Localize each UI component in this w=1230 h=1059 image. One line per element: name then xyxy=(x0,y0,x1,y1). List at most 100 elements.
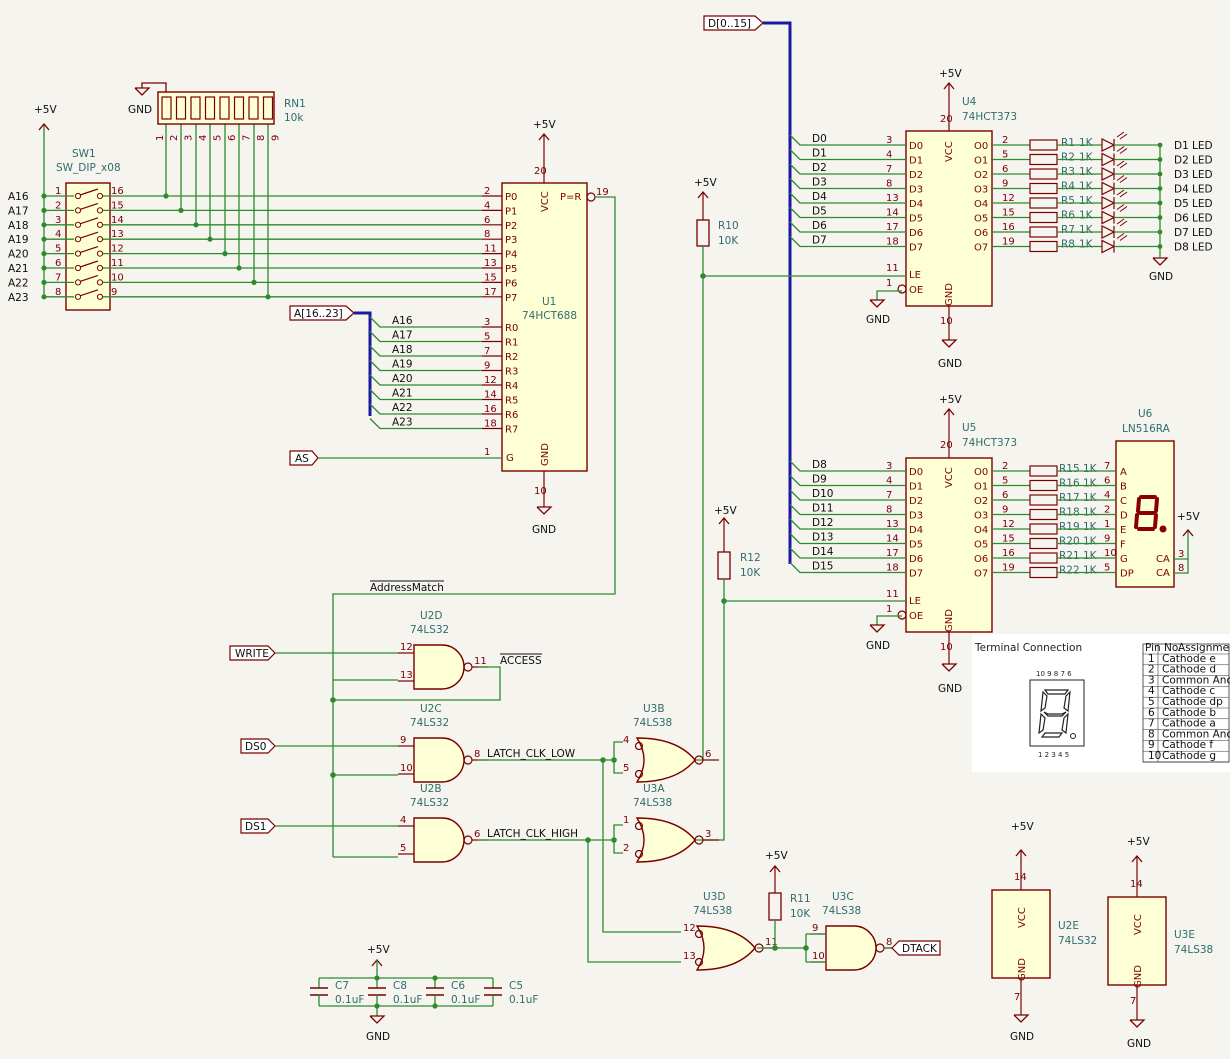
addr-net-label: A16 xyxy=(392,315,413,327)
latch-d-pin: 7 xyxy=(886,490,892,501)
latch-o-pin: 12 xyxy=(1002,519,1015,530)
u1-g-label: G xyxy=(506,453,514,464)
rn1-pin: 7 xyxy=(242,135,253,141)
terminal-row-assign: Cathode a xyxy=(1162,718,1216,730)
latch-d-pin: 18 xyxy=(886,563,899,574)
latch-d-pin: 3 xyxy=(886,461,892,472)
u3e-power-unit[interactable]: +5V 14 VCC GND 7 GND U3E 74LS38 xyxy=(1107,836,1213,1050)
gate-in-pin-a: 4 xyxy=(400,815,406,826)
latch-o-pin: 5 xyxy=(1002,150,1008,161)
addr-net-label: A23 xyxy=(392,417,413,429)
u3e-value: 74LS38 xyxy=(1174,944,1213,956)
gate-in-pin-a: 9 xyxy=(812,923,818,934)
sw1-addr-label: A17 xyxy=(8,205,29,217)
gate-in-pin-b: 10 xyxy=(400,763,413,774)
seg-resistor-ref: R18 xyxy=(1059,507,1080,519)
u1-gnd-pin: 10 xyxy=(534,486,547,497)
latch-o-name: O1 xyxy=(974,482,988,493)
u2e-vcc-pin: 14 xyxy=(1014,872,1027,883)
led-name: D4 xyxy=(1174,184,1189,196)
gate-in-pin-b: 5 xyxy=(400,843,406,854)
u1-comparator[interactable]: VCC P=R 19 U1 74HCT688 G 1 GND 2P04P16P2… xyxy=(482,119,609,536)
data-net-label: D12 xyxy=(812,517,833,529)
u2e-gnd-label: GND xyxy=(1010,1031,1034,1043)
u5-vcc-pin: 20 xyxy=(940,440,953,451)
gate-in-pin-b: 13 xyxy=(400,670,413,681)
u1-5v: +5V xyxy=(533,119,556,131)
u1-vcc: VCC xyxy=(540,191,551,212)
u2e-gnd-pin: 7 xyxy=(1014,992,1020,1003)
u1-p-pin: 13 xyxy=(484,258,497,269)
terminal-row-assign: Common Anode xyxy=(1162,674,1230,686)
u1-p-pin: 8 xyxy=(484,229,490,240)
led-resistor-value: 1K xyxy=(1079,137,1094,149)
u2e-power-unit[interactable]: +5V 14 VCC GND 7 GND U2E 74LS32 xyxy=(991,821,1097,1043)
u1-vcc-pin: 20 xyxy=(534,166,547,177)
led-suffix: LED xyxy=(1192,227,1213,239)
latch-o-name: O3 xyxy=(974,185,988,196)
led-resistor-ref: R5 xyxy=(1061,195,1075,207)
u3e-gnd-label: GND xyxy=(1127,1038,1151,1050)
r11-resistor[interactable]: +5V R11 10K xyxy=(757,850,826,963)
latch-d-name: D0 xyxy=(909,467,923,478)
sw1-addr-label: A21 xyxy=(8,263,29,275)
r10-resistor[interactable]: +5V R10 10K xyxy=(694,177,739,276)
u5-gnd-label: GND xyxy=(938,683,962,695)
addr-net-label: A18 xyxy=(392,344,413,356)
terminal-row-assign: Cathode c xyxy=(1162,685,1215,697)
u6-ca1: CA xyxy=(1156,554,1170,565)
u6-seg-pin: 10 xyxy=(1104,548,1117,559)
seg-resistor-value: 1K xyxy=(1083,521,1098,533)
r11-ref: R11 xyxy=(790,893,811,905)
r11-5v: +5V xyxy=(765,850,788,862)
gate-out-pin: 6 xyxy=(705,749,711,760)
u1-r-name: R4 xyxy=(505,381,518,392)
u6-seg-name: G xyxy=(1120,554,1128,565)
u6-seg-pin: 1 xyxy=(1104,519,1110,530)
latch-d-name: D7 xyxy=(909,243,923,254)
u1-out-pin: 19 xyxy=(596,187,609,198)
gate-out-pin: 11 xyxy=(474,656,487,667)
control-inputs: WRITE DS0 DS1 ACCESS xyxy=(229,645,542,858)
sw1-right-pin: 10 xyxy=(111,272,124,283)
sw1-right-pin: 15 xyxy=(111,200,124,211)
cap-ref: C8 xyxy=(393,980,407,992)
u2e-ref: U2E xyxy=(1058,920,1079,932)
u1-gnd: GND xyxy=(540,443,551,466)
latch-d-name: D1 xyxy=(909,482,923,493)
as-signal: AS xyxy=(289,450,502,466)
r12-resistor[interactable]: +5V R12 10K xyxy=(714,505,761,601)
latch-d-pin: 17 xyxy=(886,222,899,233)
latch-o-name: O5 xyxy=(974,540,988,551)
u5-oe-gnd: GND xyxy=(866,640,890,652)
u6-seg-name: F xyxy=(1120,540,1126,551)
terminal-top-pins: 10 9 8 7 6 xyxy=(1036,670,1072,678)
led-resistor-value: 1K xyxy=(1079,210,1094,222)
latch-o-name: O6 xyxy=(974,554,988,565)
rn1-gnd-label: GND xyxy=(128,104,152,116)
latch-d-name: D7 xyxy=(909,569,923,580)
led-resistor-value: 1K xyxy=(1079,152,1094,164)
terminal-row-pin: 3 xyxy=(1148,674,1155,686)
sw1-addr-label: A18 xyxy=(8,220,29,232)
u1-r-name: R0 xyxy=(505,323,518,334)
u1-out-label: P=R xyxy=(560,192,581,203)
r10-ref: R10 xyxy=(718,220,739,232)
gate-ref: U3D xyxy=(703,891,725,903)
terminal-row-assign: Cathode f xyxy=(1162,739,1213,751)
terminal-row-pin: 9 xyxy=(1148,739,1155,751)
led-resistor-ref: R2 xyxy=(1061,152,1075,164)
